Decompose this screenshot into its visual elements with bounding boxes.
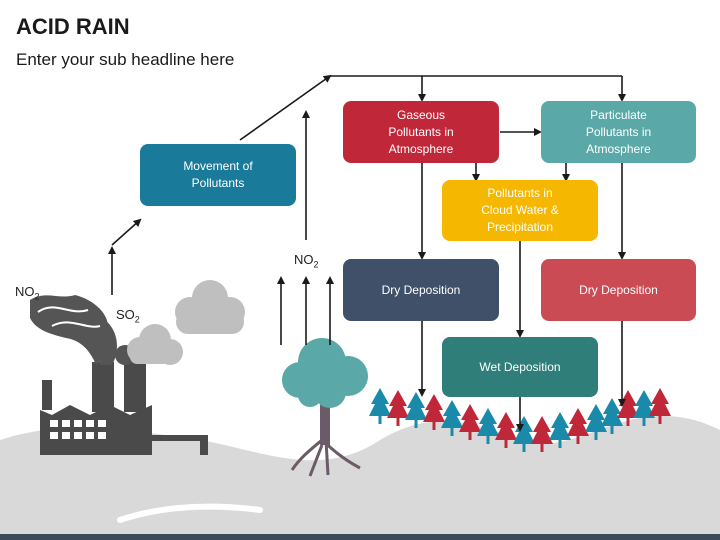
ground-hills: [0, 415, 720, 534]
wet-label: Wet Deposition: [479, 359, 561, 374]
pine-tree-icon: [633, 390, 655, 418]
wet-deposition-box: Wet Deposition: [442, 337, 598, 397]
arrow-movement-up: [239, 74, 332, 141]
pine-tree-icon: [441, 400, 463, 428]
dry-deposition-right-box: Dry Deposition: [541, 259, 696, 321]
particulate-pollutants-box: Particulate Pollutants in Atmosphere: [541, 101, 696, 163]
pine-trunk: [658, 416, 662, 424]
pine-trunk: [432, 422, 436, 430]
pine-tree-icon: [423, 394, 445, 422]
pine-trunk: [540, 444, 544, 452]
pine-tree-icon: [513, 416, 535, 444]
pine-trunk: [486, 436, 490, 444]
smoke-plume: [30, 295, 135, 365]
pine-trunk: [558, 440, 562, 448]
cloud-icon: [175, 280, 245, 334]
factory-icon: [40, 362, 208, 455]
pine-tree-icon: [477, 408, 499, 436]
pine-tree-icon: [549, 412, 571, 440]
pine-tree-icon: [531, 416, 553, 444]
pine-trunk: [414, 420, 418, 428]
pine-trunk: [504, 440, 508, 448]
pine-trunk: [522, 444, 526, 452]
gaseous-label: Gaseous Pollutants in Atmosphere: [388, 107, 454, 156]
flow-arrows: [108, 74, 626, 432]
gaseous-pollutants-box: Gaseous Pollutants in Atmosphere: [343, 101, 499, 163]
pine-trunk: [450, 428, 454, 436]
pine-trunk: [610, 426, 614, 434]
pine-trunk: [594, 432, 598, 440]
arrow-to-movement: [111, 218, 142, 246]
pine-tree-icon: [585, 404, 607, 432]
page-subtitle: Enter your sub headline here: [16, 50, 235, 69]
pine-tree-icon: [459, 404, 481, 432]
cloud-icon: [127, 324, 183, 365]
particulate-label: Particulate Pollutants in Atmosphere: [585, 107, 652, 156]
ground-highlight: [117, 503, 263, 523]
cloud-water-pollutants-box: Pollutants in Cloud Water & Precipitatio…: [442, 180, 598, 241]
movement-of-pollutants-box: Movement of Pollutants: [140, 144, 296, 206]
pine-tree-icon: [649, 388, 671, 416]
cloud-water-label: Pollutants in Cloud Water & Precipitatio…: [481, 186, 559, 234]
pine-tree-icon: [387, 390, 409, 418]
forest: [369, 388, 671, 452]
pine-trunk: [576, 436, 580, 444]
pine-tree-icon: [369, 388, 391, 416]
dry-deposition-left-box: Dry Deposition: [343, 259, 499, 321]
pine-tree-icon: [495, 412, 517, 440]
footer-bar: [0, 534, 720, 540]
page-title: ACID RAIN: [16, 14, 130, 39]
pine-trunk: [378, 416, 382, 424]
dry-right-label: Dry Deposition: [579, 282, 658, 297]
tree-icon: [282, 338, 368, 477]
pine-tree-icon: [617, 390, 639, 418]
pine-trunk: [468, 432, 472, 440]
so2-label: SO2: [116, 307, 140, 325]
pine-trunk: [396, 418, 400, 426]
pine-tree-icon: [601, 398, 623, 426]
movement-label: Movement of Pollutants: [183, 159, 253, 190]
dry-left-label: Dry Deposition: [381, 282, 461, 297]
pine-tree-icon: [567, 408, 589, 436]
pine-trunk: [626, 418, 630, 426]
no2-label-tree: NO2: [294, 252, 319, 270]
pine-tree-icon: [405, 392, 427, 420]
no2-label-factory: NO2: [15, 284, 40, 302]
pine-trunk: [642, 418, 646, 426]
